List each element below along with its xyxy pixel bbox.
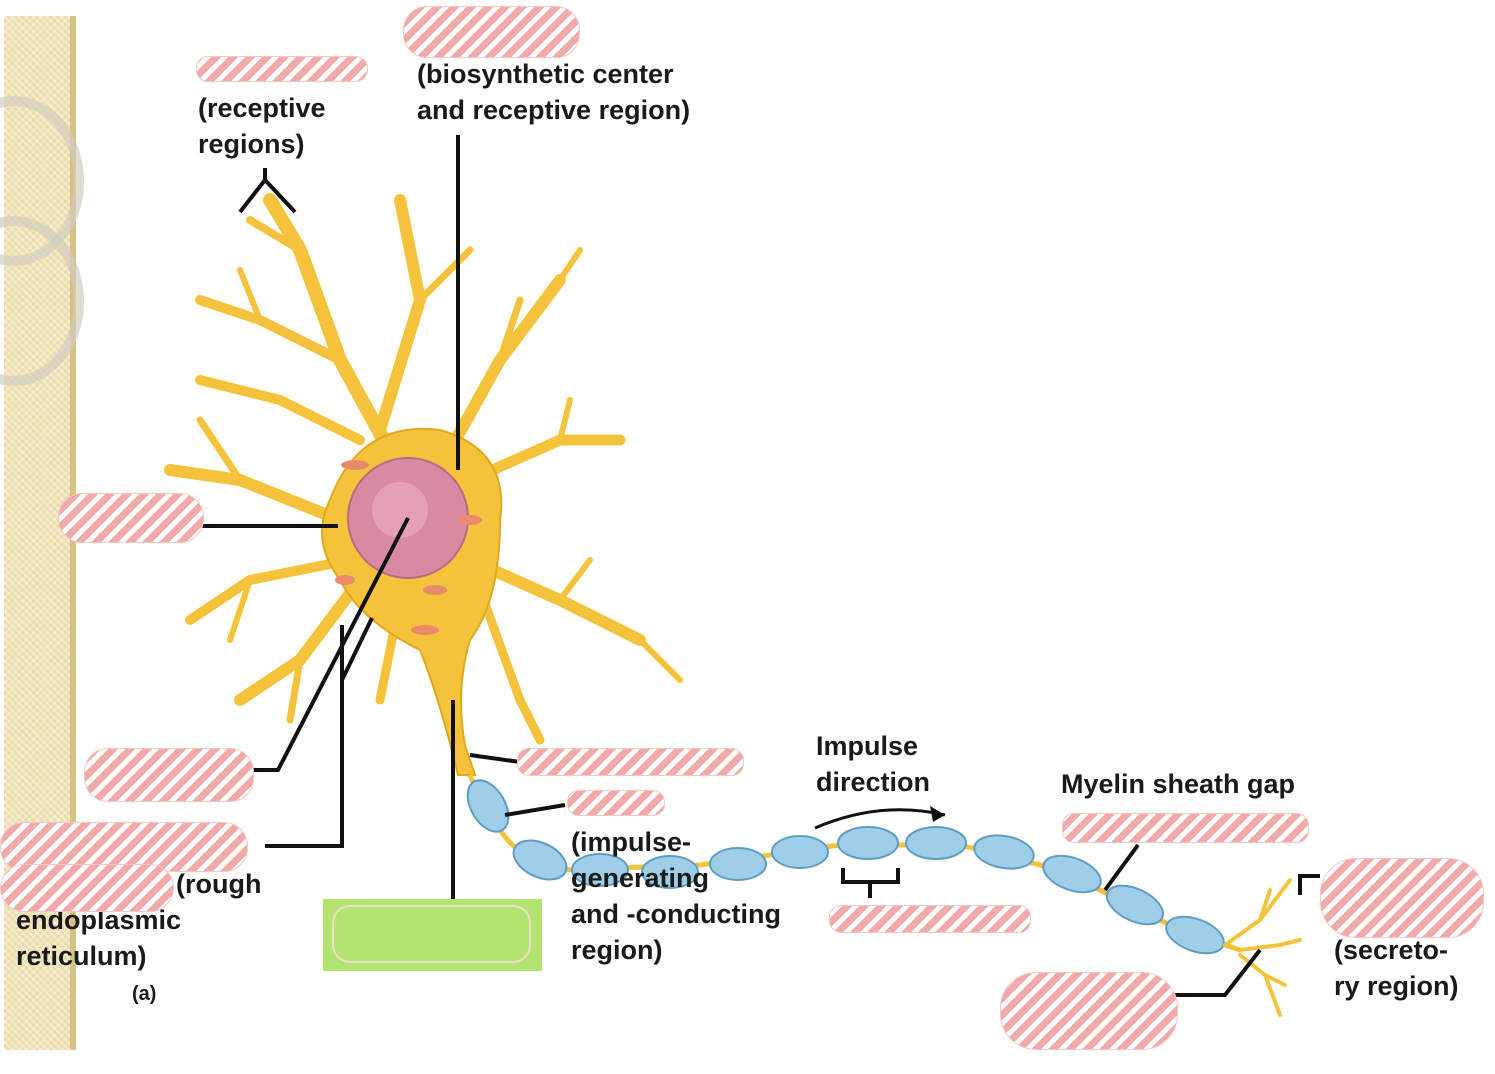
myelin-gap-label: Myelin sheath gap [1061,769,1296,799]
nucleolus [372,482,428,538]
masked-label-nodes-of-ranvier[interactable] [1062,813,1309,843]
masked-label-schwann-cell[interactable] [829,905,1031,933]
masked-label-nissl-bodies[interactable] [0,864,174,912]
axon-terminals-description: (secreto- ry region) [1334,935,1459,1001]
masked-label-terminal-branches[interactable] [1000,972,1178,1050]
impulse-arrow [814,808,946,830]
masked-label-nucleus[interactable] [84,748,254,802]
dendrites [164,193,683,745]
dendrites-description: (receptive regions) [198,93,326,159]
figure-letter: (a) [132,983,157,1005]
masked-label-cell-body[interactable] [403,6,580,58]
masked-label-axon-terminals[interactable] [1320,858,1484,938]
masked-label-nucleolus[interactable] [58,493,204,543]
answer-box-field[interactable] [332,905,531,963]
masked-label-axon-hillock[interactable] [517,748,744,776]
answer-box[interactable] [323,899,542,971]
axon-description: (impulse- generating and -conducting reg… [571,827,781,965]
impulse-arrowhead [930,806,945,822]
leader-lines [200,135,1320,997]
masked-label-dendrites[interactable] [196,56,368,82]
myelin-sheath [466,779,1225,955]
organelles [335,460,482,635]
nissl-er-label: endoplasmic reticulum) [16,905,182,971]
cell-body-description: (biosynthetic center and receptive regio… [417,59,691,125]
impulse-direction-label: Impulse direction [816,731,931,797]
axon-terminals [1223,878,1302,1017]
nissl-rough-label: (rough [176,869,262,899]
masked-label-axon[interactable] [567,790,665,816]
